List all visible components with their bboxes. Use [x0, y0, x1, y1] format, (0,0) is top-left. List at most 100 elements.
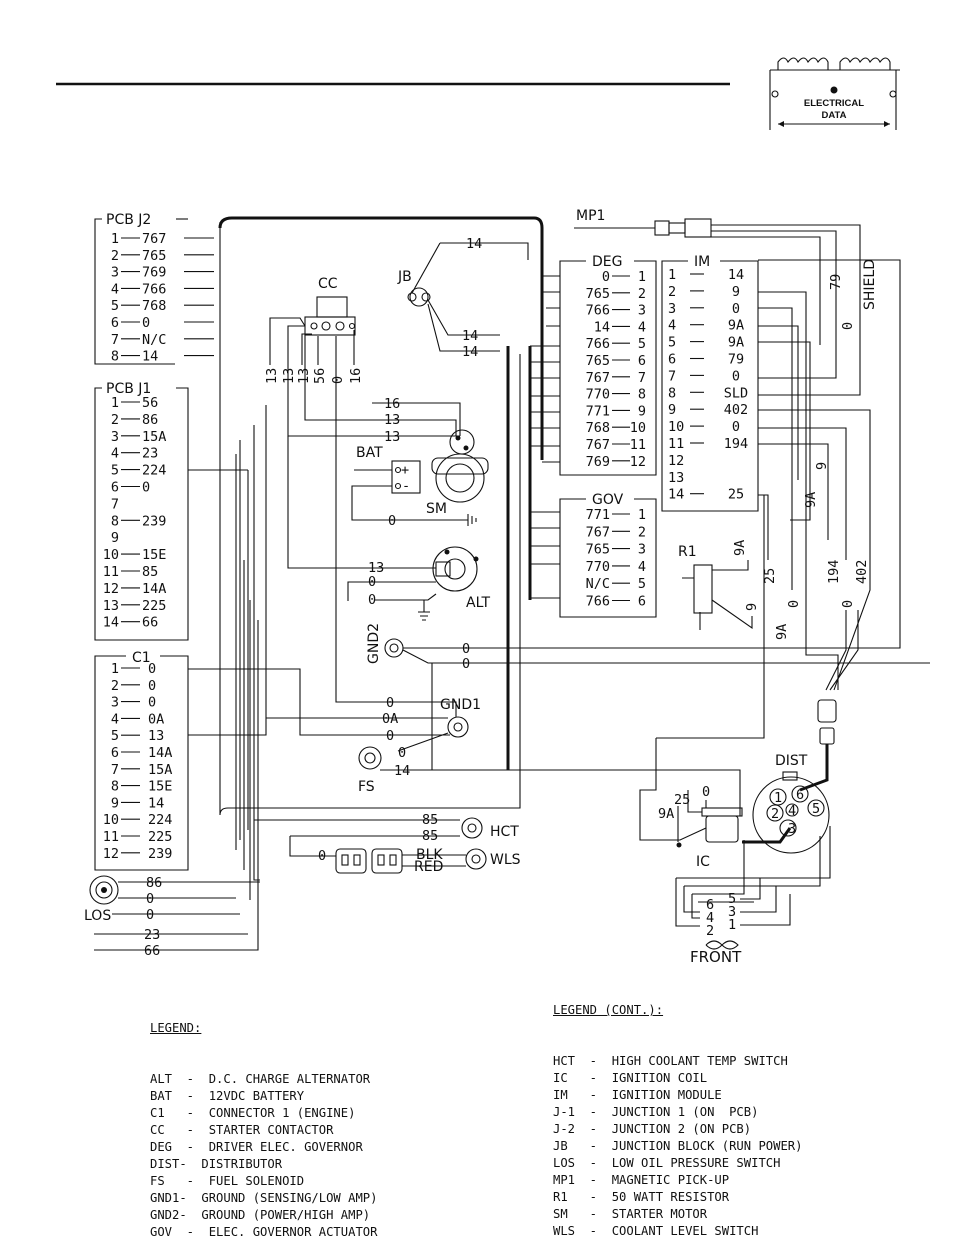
deg-wire-10: 768	[586, 420, 610, 436]
pcb_j1-pin-7: 7	[111, 496, 119, 512]
c1-pin-7: 7	[111, 762, 119, 778]
im-title: IM	[694, 254, 710, 270]
im-wire-3: 0	[732, 301, 740, 317]
im-wire-11: 194	[724, 436, 748, 452]
distributor: DIST 1 6 2 5 3 4	[752, 753, 830, 854]
legend-item: FS - FUEL SOLENOID	[150, 1174, 305, 1188]
gov-pin-3: 3	[638, 542, 646, 558]
c1-wire-6: 14A	[148, 745, 172, 761]
pcb_j2-wire-6: 0	[142, 315, 150, 331]
im-pin-7: 7	[668, 368, 676, 384]
dist-pin-6: 6	[796, 787, 804, 803]
jb-wire-14: 14	[466, 236, 482, 252]
deg-wire-3: 766	[586, 303, 610, 319]
pcb_j2-wire-2: 765	[142, 248, 166, 264]
im-pin-6: 6	[668, 352, 676, 368]
deg-wire-11: 767	[586, 437, 610, 453]
pcb_j1-wire-2: 86	[142, 412, 158, 428]
fs-wire-0: 0	[398, 745, 406, 761]
legend-item: HCT - HIGH COOLANT TEMP SWITCH	[553, 1054, 788, 1068]
pcb_j1-wire-1: 56	[142, 395, 158, 411]
gov-wire-4: 770	[586, 559, 610, 575]
electrical-data-badge: ELECTRICAL DATA	[769, 57, 900, 130]
red-label: RED	[414, 859, 443, 875]
c1-wire-9: 14	[148, 795, 164, 811]
legend-item: GND2- GROUND (POWER/HIGH AMP)	[150, 1208, 371, 1222]
v-wire-25: 25	[762, 568, 778, 584]
pcb_j1-wire-14: 66	[142, 615, 158, 631]
pcb_j1-pin-10: 10	[103, 547, 119, 563]
legend-item: DEG - DRIVER ELEC. GOVERNOR	[150, 1140, 363, 1154]
magnetic-pickup: MP1 79 0 SHIELD	[574, 208, 878, 396]
bottom-wire-66: 66	[144, 943, 160, 959]
fo-2: 2	[706, 923, 714, 939]
legend-item: IC - IGNITION COIL	[553, 1071, 708, 1085]
pcb_j1-pin-12: 12	[103, 581, 119, 597]
deg-pin-1: 1	[638, 269, 646, 285]
im-wire-2: 9	[732, 284, 740, 300]
r1-wire-9a: 9A	[732, 540, 748, 556]
deg-wire-6: 765	[586, 353, 610, 369]
gov-pin-4: 4	[638, 559, 646, 575]
deg-title: DEG	[592, 254, 622, 270]
legend-item: C1 - CONNECTOR 1 (ENGINE)	[150, 1106, 356, 1120]
low-oil-pressure-switch: LOS 86 0 0 23 66	[84, 875, 260, 959]
ic-label: IC	[696, 854, 710, 870]
pcb-j2-title: PCB J2	[106, 212, 151, 228]
pcb_j1-wire-11: 85	[142, 564, 158, 580]
pcb_j1-pin-8: 8	[111, 513, 119, 529]
alt-wire-13: 13	[368, 560, 384, 576]
gnd1-wire-0a: 0A	[382, 711, 398, 727]
c1-wire-1: 0	[148, 661, 156, 677]
im-pin-10: 10	[668, 419, 684, 435]
pcb_j1-pin-5: 5	[111, 463, 119, 479]
r1-label: R1	[678, 544, 697, 560]
ic-wire-25: 25	[674, 792, 690, 808]
alt-label: ALT	[466, 595, 490, 611]
im-wire-7: 0	[732, 368, 740, 384]
im-pin-12: 12	[668, 453, 684, 469]
gov-wire-1: 771	[586, 507, 610, 523]
v-wire-9a-top: 9A	[803, 492, 819, 508]
legend-title: LEGEND:	[150, 1021, 202, 1035]
mp1-wire-79: 79	[828, 274, 844, 290]
firing-order-diagram: 6 4 2 5 3 1 FRONT	[675, 826, 831, 966]
pcb_j2-pin-6: 6	[111, 315, 119, 331]
c1-wire-5: 13	[148, 728, 164, 744]
r1-wire-9: 9	[744, 603, 760, 611]
im-wire-9: 402	[724, 402, 748, 418]
legend-item: WLS - COOLANT LEVEL SWITCH	[553, 1224, 759, 1238]
deg-pin-9: 9	[638, 403, 646, 419]
c1-pin-5: 5	[111, 728, 119, 744]
c1-wire-8: 15E	[148, 779, 172, 795]
fo-3: 3	[728, 904, 736, 920]
im-pin-14: 14	[668, 487, 684, 503]
legend-item: SM - STARTER MOTOR	[553, 1207, 708, 1221]
pcb_j2-wire-7: N/C	[142, 332, 166, 348]
gov-title: GOV	[592, 492, 624, 508]
legend-cont-title: LEGEND (CONT.):	[553, 1003, 664, 1017]
junction-block: JB 14 14 14	[397, 236, 529, 360]
pcb_j1-wire-10: 15E	[142, 547, 166, 563]
legend-item: J-2 - JUNCTION 2 (ON PCB)	[553, 1122, 752, 1136]
dist-pin-5: 5	[812, 801, 820, 817]
im-wire-4: 9A	[728, 318, 744, 334]
fs-label: FS	[358, 779, 375, 795]
im-wire-5: 9A	[728, 335, 744, 351]
v-wire-9: 9	[814, 462, 830, 470]
hct-wire-85b: 85	[422, 828, 438, 844]
c1-pin-1: 1	[111, 661, 119, 677]
dist-pin-4: 4	[788, 803, 796, 819]
v-wire-194: 194	[826, 560, 842, 584]
dist-pin-2: 2	[771, 806, 779, 822]
los-wire-86: 86	[146, 875, 162, 891]
cc-wire-6: 16	[348, 368, 364, 384]
fo-6: 6	[706, 897, 714, 913]
c1-wire-2: 0	[148, 678, 156, 694]
pcb-j1-title: PCB J1	[106, 381, 151, 397]
badge-line1: ELECTRICAL	[804, 98, 864, 109]
cc-wire-4: 56	[312, 368, 328, 384]
c1-pin-4: 4	[111, 711, 119, 727]
